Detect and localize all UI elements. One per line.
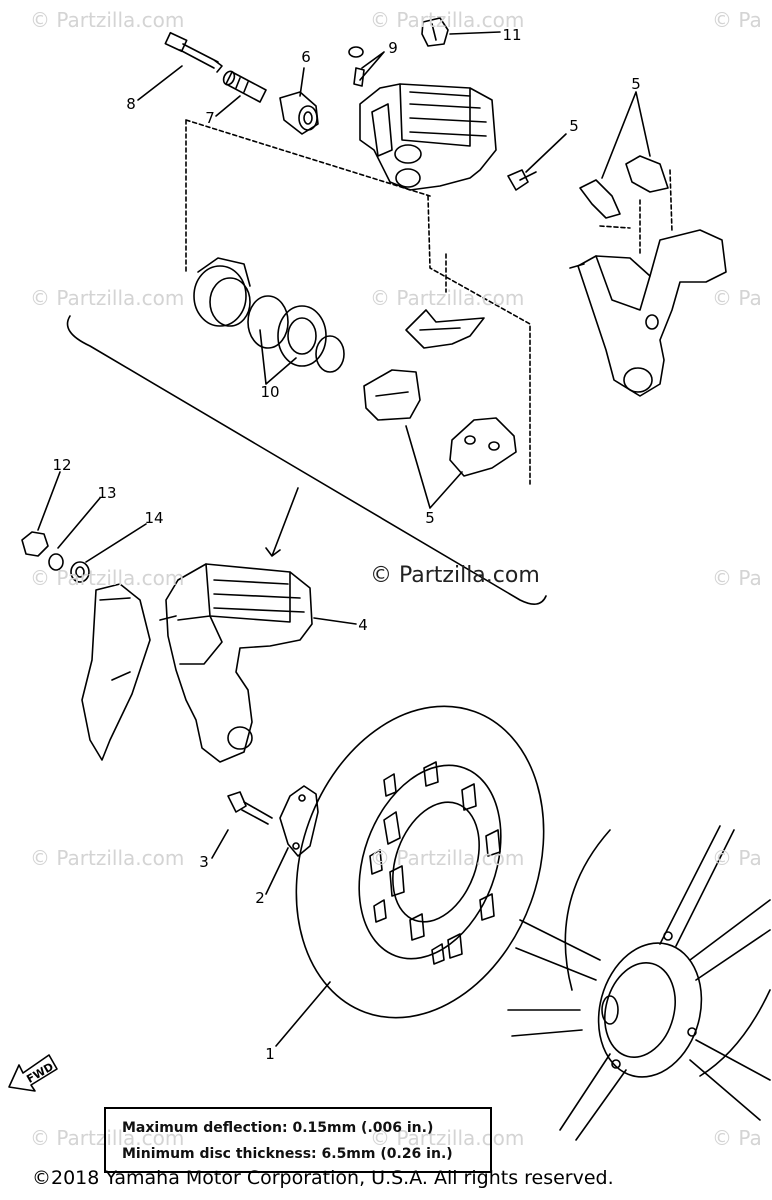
- parts-12-14-hardware: [21, 531, 90, 583]
- watermark-partial: © Pa: [712, 8, 762, 32]
- spec-box: Maximum deflection: 0.15mm (.006 in.) Mi…: [104, 1107, 492, 1173]
- watermark-partial: © Pa: [712, 846, 762, 870]
- part-5-pads: [363, 369, 517, 477]
- watermark-partial: © Pa: [712, 286, 762, 310]
- callout-14: 14: [144, 509, 164, 527]
- callout-10: 10: [260, 383, 280, 401]
- part-5-bolt: [507, 169, 537, 191]
- watermark: © Partzilla.com: [370, 8, 525, 32]
- lower-caliper-assembly: [81, 563, 313, 763]
- right-bracket: [569, 229, 727, 397]
- part-6-boot: [279, 91, 319, 135]
- watermark-partial: © Pa: [712, 1126, 762, 1150]
- callout-4: 4: [358, 616, 368, 634]
- part-9-bleeder: [348, 46, 365, 87]
- part-11-clip: [421, 17, 449, 47]
- callout-1: 1: [265, 1045, 275, 1063]
- part-10-pistons-seals: [193, 257, 345, 373]
- part-5-shim: [405, 309, 485, 349]
- watermark-partial: © Pa: [712, 566, 762, 590]
- callout-2: 2: [255, 889, 265, 907]
- watermark: © Partzilla.com: [30, 846, 185, 870]
- callout-6: 6: [301, 48, 311, 66]
- callout-12: 12: [52, 456, 72, 474]
- part-1-brake-disc: [295, 705, 545, 1019]
- callout-8: 8: [126, 95, 136, 113]
- wheel-hub: [507, 825, 771, 1141]
- part-5-clips: [579, 155, 669, 219]
- part-3-bolt: [227, 791, 273, 825]
- callout-13: 13: [97, 484, 117, 502]
- forward-arrow-icon: FWD: [8, 1054, 58, 1092]
- callout-5: 5: [425, 509, 435, 527]
- watermark: © Partzilla.com: [30, 566, 185, 590]
- spec-min-thickness: Minimum disc thickness: 6.5mm (0.26 in.): [122, 1146, 453, 1162]
- part-2-lock-plate: [279, 785, 319, 857]
- callout-7: 7: [205, 109, 215, 127]
- part-8-bolt: [164, 31, 223, 73]
- watermark: © Partzilla.com: [370, 1126, 525, 1150]
- spec-max-deflection: Maximum deflection: 0.15mm (.006 in.): [122, 1120, 434, 1136]
- watermark: © Partzilla.com: [30, 286, 185, 310]
- watermark: © Partzilla.com: [30, 8, 185, 32]
- watermark: © Partzilla.com: [30, 1126, 185, 1150]
- copyright-notice: ©2018 Yamaha Motor Corporation, U.S.A. A…: [32, 1167, 614, 1189]
- callout-3: 3: [199, 853, 209, 871]
- upper-caliper-body: [359, 83, 497, 191]
- callout-5: 5: [631, 75, 641, 93]
- part-7-sleeve: [222, 70, 267, 103]
- watermark: © Partzilla.com: [370, 286, 525, 310]
- callout-11: 11: [502, 26, 522, 44]
- callout-5: 5: [569, 117, 579, 135]
- watermark: © Partzilla.com: [370, 846, 525, 870]
- brand-watermark: © Partzilla.com: [370, 563, 540, 588]
- callout-9: 9: [388, 39, 398, 57]
